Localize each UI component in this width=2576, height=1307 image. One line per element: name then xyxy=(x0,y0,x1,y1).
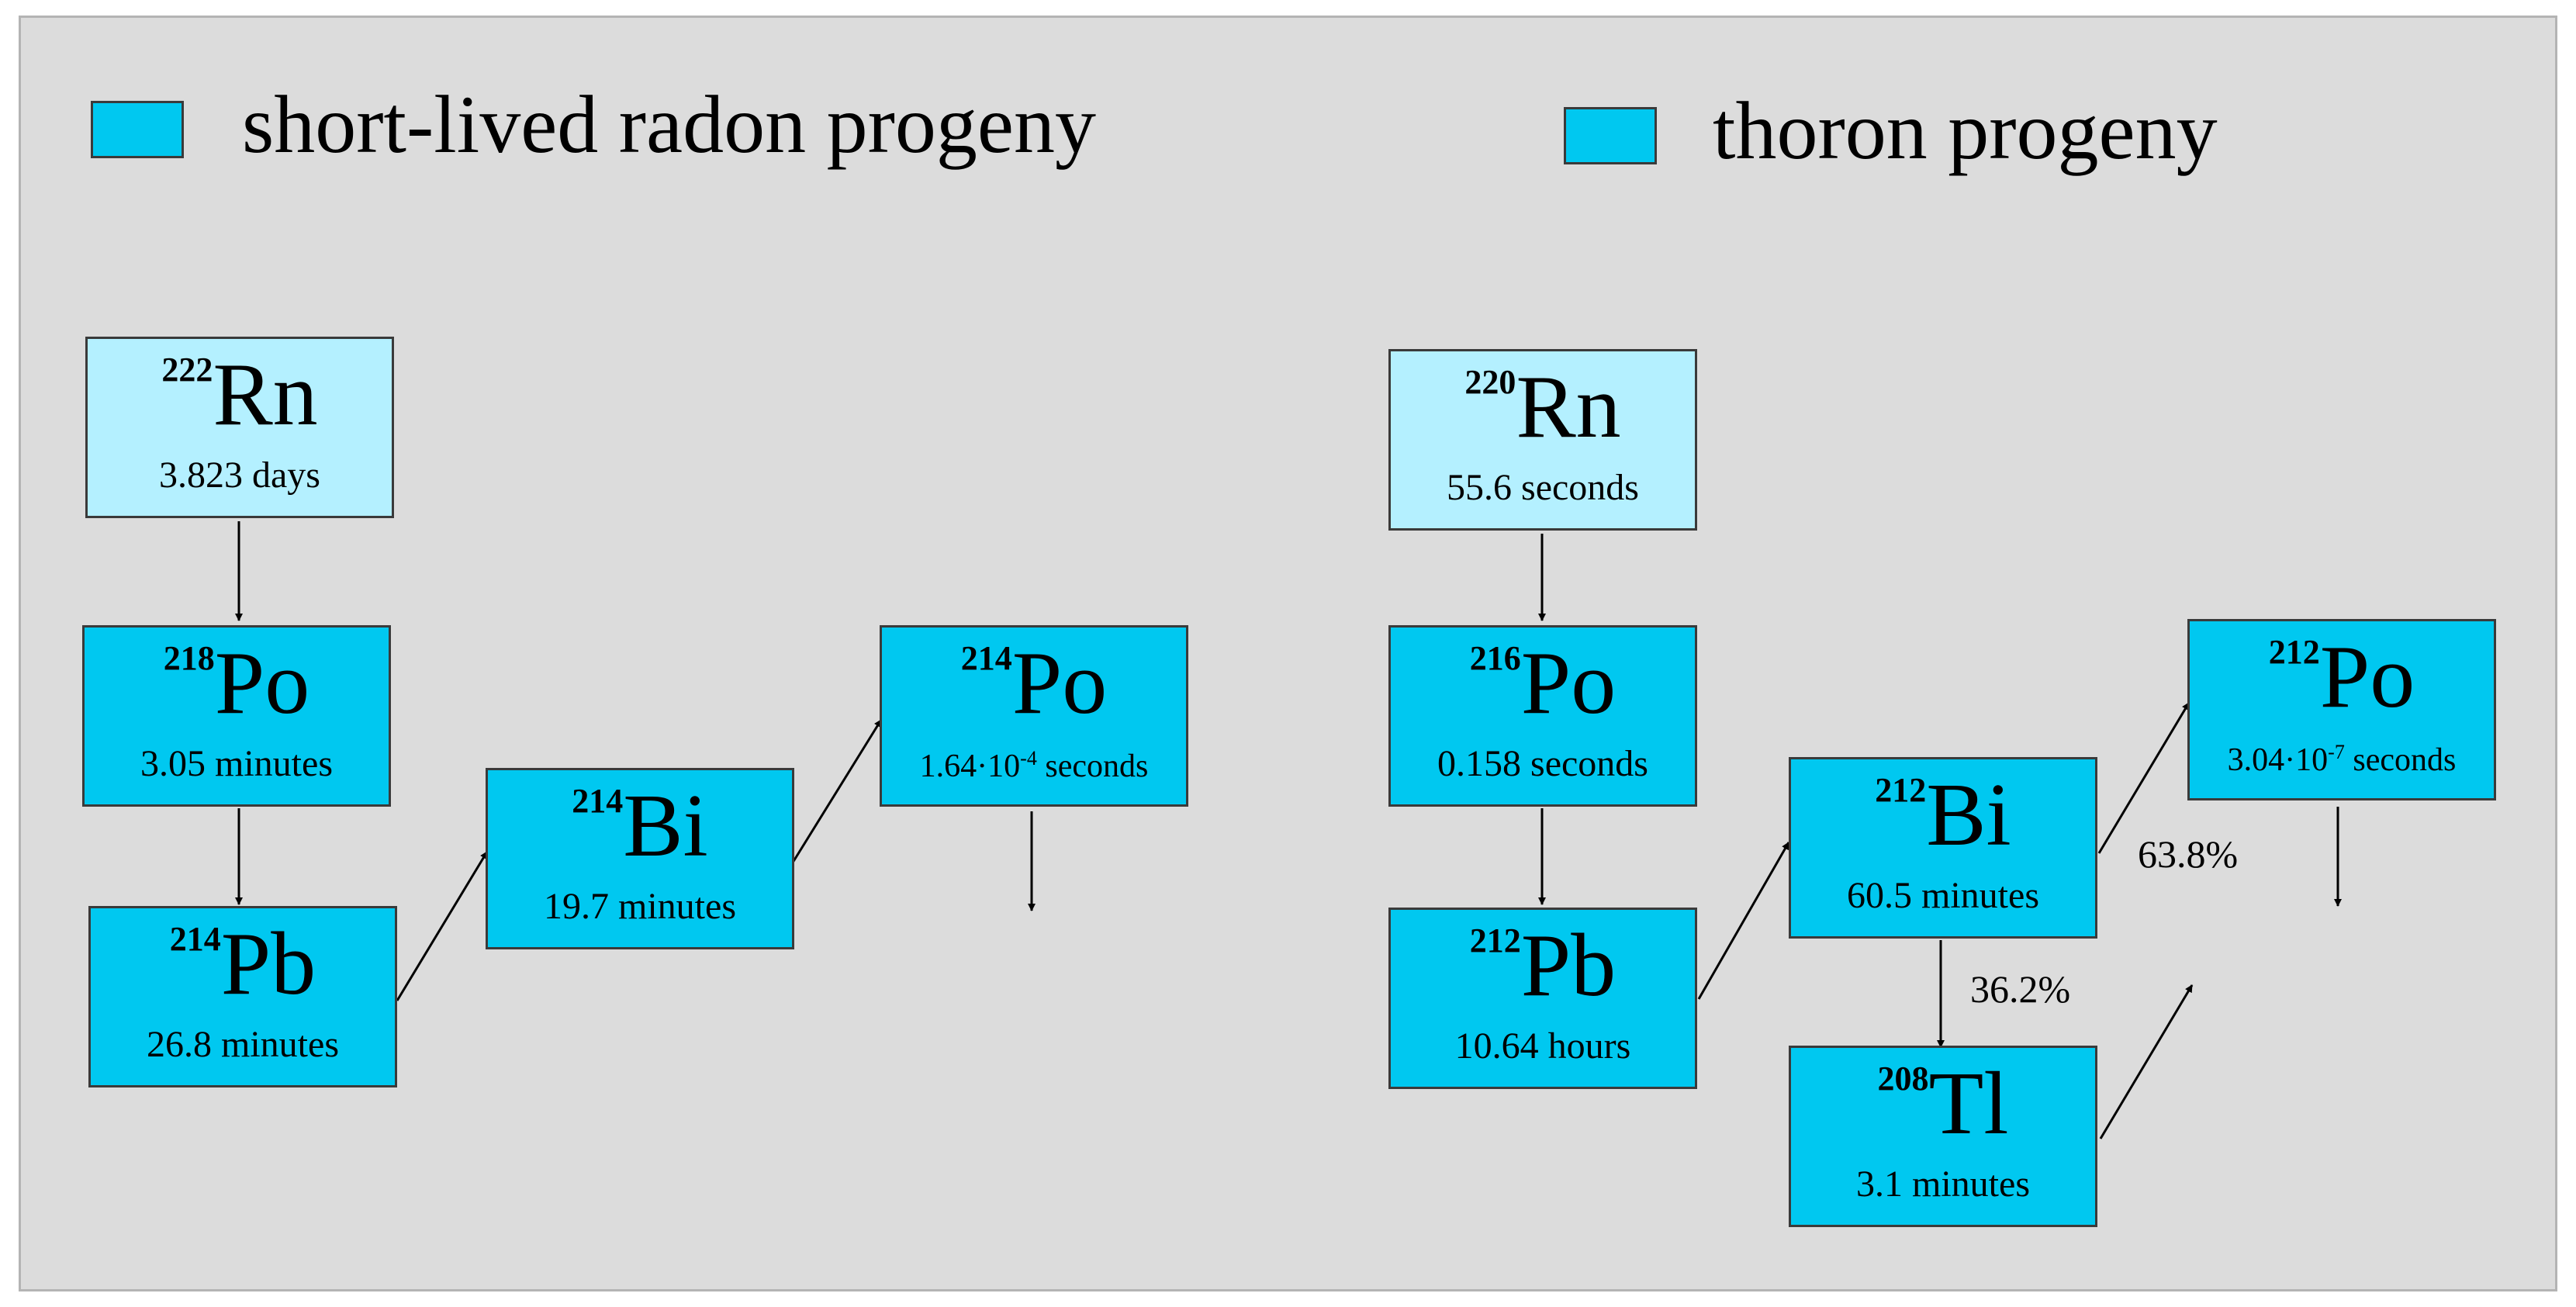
arrow-pb212-bi212 xyxy=(1697,842,1790,1000)
element-symbol: Tl xyxy=(1928,1054,2009,1153)
element-symbol: Pb xyxy=(220,915,316,1014)
branch-ratio-po212: 63.8% xyxy=(2138,832,2239,876)
element-symbol: Po xyxy=(1520,634,1616,733)
mass-number: 218 xyxy=(163,639,215,677)
element-symbol: Po xyxy=(214,634,310,733)
nuclide-box-po214: 214Po 1.64·10-4 seconds xyxy=(880,625,1188,807)
nuclide-box-tl208: 208Tl 3.1 minutes xyxy=(1789,1046,2097,1227)
branch-ratio-tl208: 36.2% xyxy=(1970,967,2071,1011)
element-symbol: Bi xyxy=(1926,766,2011,865)
radon-progeny-legend-label: short-lived radon progeny xyxy=(242,79,1096,170)
arrow-bi214-po214 xyxy=(791,719,883,863)
half-life: 26.8 minutes xyxy=(147,1024,339,1065)
arrow-pb214-bi214 xyxy=(396,851,489,1001)
half-life-base: 1.64·10 xyxy=(919,749,1021,784)
half-life: 3.1 minutes xyxy=(1856,1164,2030,1205)
mass-number: 212 xyxy=(1469,921,1521,960)
mass-number: 220 xyxy=(1464,363,1516,401)
half-life: 1.64·10-4 seconds xyxy=(882,749,1186,783)
mass-number: 216 xyxy=(1469,639,1521,677)
half-life-unit: seconds xyxy=(1036,749,1149,784)
mass-number: 214 xyxy=(960,639,1012,677)
element-symbol: Rn xyxy=(1516,358,1621,457)
element-symbol: Bi xyxy=(623,776,708,876)
half-life-exponent: -7 xyxy=(2328,741,2345,763)
arrow-tl208-decay xyxy=(2099,984,2194,1139)
thoron-progeny-swatch xyxy=(1564,107,1657,164)
arrow-bi212-po212 xyxy=(2097,702,2190,854)
half-life: 3.823 days xyxy=(159,455,320,496)
half-life: 60.5 minutes xyxy=(1847,875,2039,916)
element-symbol: Rn xyxy=(213,345,318,444)
thoron-progeny-legend-label: thoron progeny xyxy=(1713,85,2218,176)
half-life: 3.05 minutes xyxy=(140,743,333,784)
half-life: 3.04·10-7 seconds xyxy=(2190,741,2494,778)
half-life: 10.64 hours xyxy=(1454,1025,1631,1067)
element-symbol: Po xyxy=(2319,628,2415,727)
half-life: 19.7 minutes xyxy=(544,886,736,927)
nuclide-box-bi212: 212Bi 60.5 minutes xyxy=(1789,757,2097,939)
mass-number: 212 xyxy=(1875,771,1927,809)
half-life-unit: seconds xyxy=(2344,742,2457,778)
half-life-exponent: -4 xyxy=(1020,747,1037,769)
half-life-base: 3.04·10 xyxy=(2227,742,2329,778)
nuclide-box-rn220: 220Rn 55.6 seconds xyxy=(1388,349,1697,531)
nuclide-box-pb214: 214Pb 26.8 minutes xyxy=(88,906,397,1087)
mass-number: 208 xyxy=(1877,1060,1929,1098)
nuclide-box-po212: 212Po 3.04·10-7 seconds xyxy=(2187,619,2496,800)
nuclide-box-po216: 216Po 0.158 seconds xyxy=(1388,625,1697,807)
mass-number: 214 xyxy=(572,782,624,820)
radon-progeny-swatch xyxy=(91,101,184,158)
nuclide-box-rn222: 222Rn 3.823 days xyxy=(85,337,394,518)
element-symbol: Pb xyxy=(1520,916,1616,1015)
half-life: 0.158 seconds xyxy=(1437,743,1648,784)
mass-number: 222 xyxy=(161,351,213,389)
nuclide-box-po218: 218Po 3.05 minutes xyxy=(82,625,391,807)
half-life: 55.6 seconds xyxy=(1447,467,1639,508)
mass-number: 212 xyxy=(2268,633,2320,671)
mass-number: 214 xyxy=(169,920,221,958)
nuclide-box-bi214: 214Bi 19.7 minutes xyxy=(486,768,794,949)
element-symbol: Po xyxy=(1011,634,1108,733)
nuclide-box-pb212: 212Pb 10.64 hours xyxy=(1388,908,1697,1089)
diagram-panel xyxy=(19,16,2557,1291)
